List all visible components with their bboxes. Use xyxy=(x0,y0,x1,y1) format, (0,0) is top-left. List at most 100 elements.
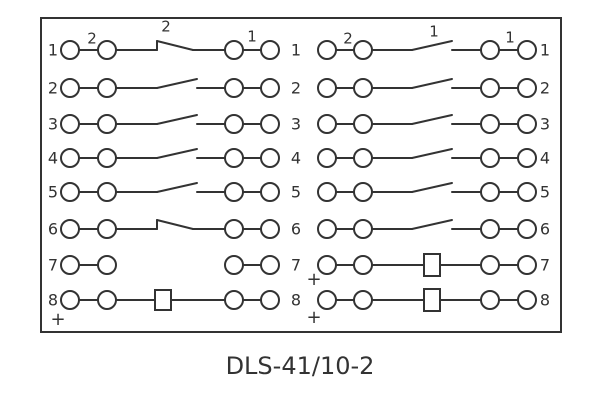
right-row-2-label: 2 xyxy=(540,79,550,98)
left-row-3-right-terminal-b xyxy=(260,114,280,134)
right-row-4-label: 4 xyxy=(540,149,550,168)
left-row-8-label: 8 xyxy=(48,291,58,310)
right-row-4-right-terminal-a xyxy=(480,148,500,168)
right-row-4-contact-blade xyxy=(411,148,453,159)
mid-row-7-label: 7 xyxy=(291,256,301,275)
left-row-1-right-terminal-a xyxy=(224,40,244,60)
left-row-1-hook-blade xyxy=(156,40,194,51)
right-plus-sign-row7: + xyxy=(306,269,321,290)
right-plus-sign-row8: + xyxy=(306,307,321,328)
right-row-1-left-terminal-a xyxy=(317,40,337,60)
left-plus-sign: + xyxy=(50,309,65,330)
left-row-2-right-terminal-b xyxy=(260,78,280,98)
left-row-6-left-terminal-a xyxy=(60,219,80,239)
right-top-annotation-b: 1 xyxy=(429,23,439,41)
right-row-1-label: 1 xyxy=(540,41,550,60)
right-row-1-contact-blade xyxy=(411,40,453,51)
left-row-2-right-terminal-a xyxy=(224,78,244,98)
mid-row-5-label: 5 xyxy=(291,183,301,202)
left-row-4-left-terminal-a xyxy=(60,148,80,168)
mid-row-3-label: 3 xyxy=(291,115,301,134)
diagram-border xyxy=(40,17,562,333)
model-caption: DLS-41/10-2 xyxy=(225,352,375,380)
mid-row-2-label: 2 xyxy=(291,79,301,98)
right-row-5-label: 5 xyxy=(540,183,550,202)
right-row-8-right-terminal-b xyxy=(517,290,537,310)
left-row-1-label: 1 xyxy=(48,41,58,60)
right-row-2-right-terminal-b xyxy=(517,78,537,98)
right-row-4-right-terminal-b xyxy=(517,148,537,168)
right-row-5-contact-blade xyxy=(411,182,453,193)
left-row-6-left-terminal-b xyxy=(97,219,117,239)
left-row-6-right-terminal-b xyxy=(260,219,280,239)
left-top-annotation-b: 2 xyxy=(161,18,171,36)
left-row-3-right-terminal-a xyxy=(224,114,244,134)
left-row-1-left-terminal-a xyxy=(60,40,80,60)
left-row-7-right-terminal-b xyxy=(260,255,280,275)
right-row-3-right-terminal-a xyxy=(480,114,500,134)
left-row-4-right-terminal-b xyxy=(260,148,280,168)
left-row-3-left-terminal-a xyxy=(60,114,80,134)
right-row-4-left-terminal-a xyxy=(317,148,337,168)
right-row-6-contact-blade xyxy=(411,219,453,230)
right-row-4-left-terminal-b xyxy=(353,148,373,168)
right-row-2-left-terminal-a xyxy=(317,78,337,98)
left-row-5-contact-blade xyxy=(156,182,198,193)
mid-row-6-label: 6 xyxy=(291,220,301,239)
right-row-3-right-terminal-b xyxy=(517,114,537,134)
right-row-1-right-terminal-a xyxy=(480,40,500,60)
right-row-5-left-terminal-b xyxy=(353,182,373,202)
right-top-annotation-a: 2 xyxy=(343,30,353,48)
left-row-3-label: 3 xyxy=(48,115,58,134)
left-row-6-right-terminal-a xyxy=(224,219,244,239)
right-row-8-right-terminal-a xyxy=(480,290,500,310)
right-row-7-left-terminal-b xyxy=(353,255,373,275)
left-row-7-label: 7 xyxy=(48,256,58,275)
left-row-8-left-terminal-a xyxy=(60,290,80,310)
right-row-5-right-terminal-a xyxy=(480,182,500,202)
right-row-6-left-terminal-a xyxy=(317,219,337,239)
right-row-8-label: 8 xyxy=(540,291,550,310)
left-row-8-coil xyxy=(154,289,172,311)
left-row-6-label: 6 xyxy=(48,220,58,239)
right-row-6-label: 6 xyxy=(540,220,550,239)
left-row-4-label: 4 xyxy=(48,149,58,168)
left-top-annotation-a: 2 xyxy=(87,30,97,48)
left-row-4-contact-blade xyxy=(156,148,198,159)
right-row-7-label: 7 xyxy=(540,256,550,275)
right-row-3-left-terminal-a xyxy=(317,114,337,134)
mid-row-4-label: 4 xyxy=(291,149,301,168)
right-row-7-left-terminal-a xyxy=(317,255,337,275)
mid-row-1-label: 1 xyxy=(291,41,301,60)
left-row-4-left-terminal-b xyxy=(97,148,117,168)
right-row-3-left-terminal-b xyxy=(353,114,373,134)
left-row-5-label: 5 xyxy=(48,183,58,202)
right-row-8-left-terminal-b xyxy=(353,290,373,310)
right-row-3-label: 3 xyxy=(540,115,550,134)
right-row-7-right-terminal-a xyxy=(480,255,500,275)
left-row-7-right-terminal-a xyxy=(224,255,244,275)
left-row-6-hook-blade xyxy=(156,219,194,230)
left-row-2-left-terminal-a xyxy=(60,78,80,98)
right-row-6-right-terminal-b xyxy=(517,219,537,239)
right-row-5-right-terminal-b xyxy=(517,182,537,202)
right-row-7-right-terminal-b xyxy=(517,255,537,275)
left-row-2-label: 2 xyxy=(48,79,58,98)
left-row-5-left-terminal-a xyxy=(60,182,80,202)
left-row-4-right-terminal-a xyxy=(224,148,244,168)
left-row-2-left-terminal-b xyxy=(97,78,117,98)
right-row-7-coil xyxy=(423,253,441,277)
right-top-annotation-c: 1 xyxy=(505,29,515,47)
left-row-7-left-terminal-a xyxy=(60,255,80,275)
right-row-2-right-terminal-a xyxy=(480,78,500,98)
left-row-3-left-terminal-b xyxy=(97,114,117,134)
right-row-3-contact-blade xyxy=(411,114,453,125)
left-row-1-right-terminal-b xyxy=(260,40,280,60)
right-row-6-left-terminal-b xyxy=(353,219,373,239)
left-top-annotation-c: 1 xyxy=(247,28,257,46)
left-row-8-left-terminal-b xyxy=(97,290,117,310)
right-row-8-left-terminal-a xyxy=(317,290,337,310)
